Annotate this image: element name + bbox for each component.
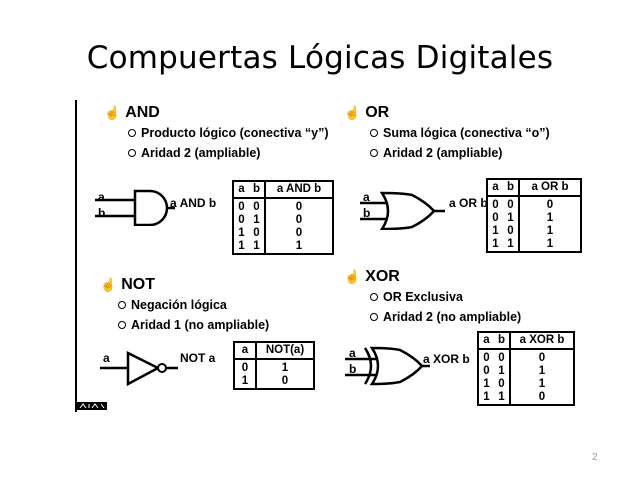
or-bullet-1: Suma lógica (conectiva “o”) <box>370 126 550 140</box>
and-gate-symbol <box>95 189 175 226</box>
not-output-label: NOT a <box>180 351 216 365</box>
hand-pointer-icon: ☝ <box>104 105 121 120</box>
table-header: a XOR b <box>509 332 574 350</box>
table-header: a AND b <box>264 181 333 199</box>
and-bullet-1: Producto lógico (conectiva “y”) <box>128 126 329 140</box>
page-number: 2 <box>592 452 598 463</box>
bullet-ring-icon <box>370 313 378 321</box>
or-bullet-2: Aridad 2 (ampliable) <box>370 146 502 160</box>
not-gate-symbol <box>100 350 178 387</box>
bullet-ring-icon <box>370 129 378 137</box>
hand-pointer-icon: ☝ <box>100 277 117 292</box>
logo-mark <box>77 402 107 410</box>
xor-bullet-2: Aridad 2 (no ampliable) <box>370 310 521 324</box>
xor-gate-symbol <box>345 346 430 386</box>
not-input-a: a <box>103 351 110 365</box>
bullet-ring-icon <box>370 293 378 301</box>
xor-input-a: a <box>349 346 356 360</box>
and-input-a: a <box>98 190 105 204</box>
and-input-b: b <box>98 206 106 220</box>
xor-heading: ☝ XOR <box>344 268 400 285</box>
left-border-line <box>75 100 77 412</box>
bullet-ring-icon <box>128 149 136 157</box>
hand-pointer-icon: ☝ <box>344 269 361 284</box>
xor-output-label: a XOR b <box>423 352 470 366</box>
bullet-ring-icon <box>128 129 136 137</box>
slide-title: Compuertas Lógicas Digitales <box>86 40 554 76</box>
not-heading: ☝ NOT <box>100 276 155 293</box>
table-header: NOT(a) <box>255 342 314 360</box>
xor-bullet-1: OR Exclusiva <box>370 290 463 304</box>
or-output-label: a OR b <box>449 196 488 210</box>
and-bullet-2: Aridad 2 (ampliable) <box>128 146 260 160</box>
table-header: a OR b <box>518 179 581 197</box>
and-output-label: a AND b <box>170 196 217 210</box>
bullet-ring-icon <box>118 321 126 329</box>
or-heading: ☝ OR <box>344 104 390 121</box>
xor-input-b: b <box>349 362 357 376</box>
or-input-b: b <box>363 206 371 220</box>
hand-pointer-icon: ☝ <box>344 105 361 120</box>
table-header: b <box>503 179 519 197</box>
table-header: b <box>249 181 265 199</box>
table-header: b <box>494 332 510 350</box>
table-header: a <box>478 332 494 350</box>
not-bullet-2: Aridad 1 (no ampliable) <box>118 318 269 332</box>
not-bullet-1: Negación lógica <box>118 298 227 312</box>
table-header: a <box>234 342 256 360</box>
bullet-ring-icon <box>118 301 126 309</box>
table-header: a <box>233 181 249 199</box>
and-heading: ☝ AND <box>104 104 160 121</box>
or-input-a: a <box>363 190 370 204</box>
or-gate-symbol <box>360 191 445 230</box>
table-header: a <box>487 179 503 197</box>
bullet-ring-icon <box>370 149 378 157</box>
